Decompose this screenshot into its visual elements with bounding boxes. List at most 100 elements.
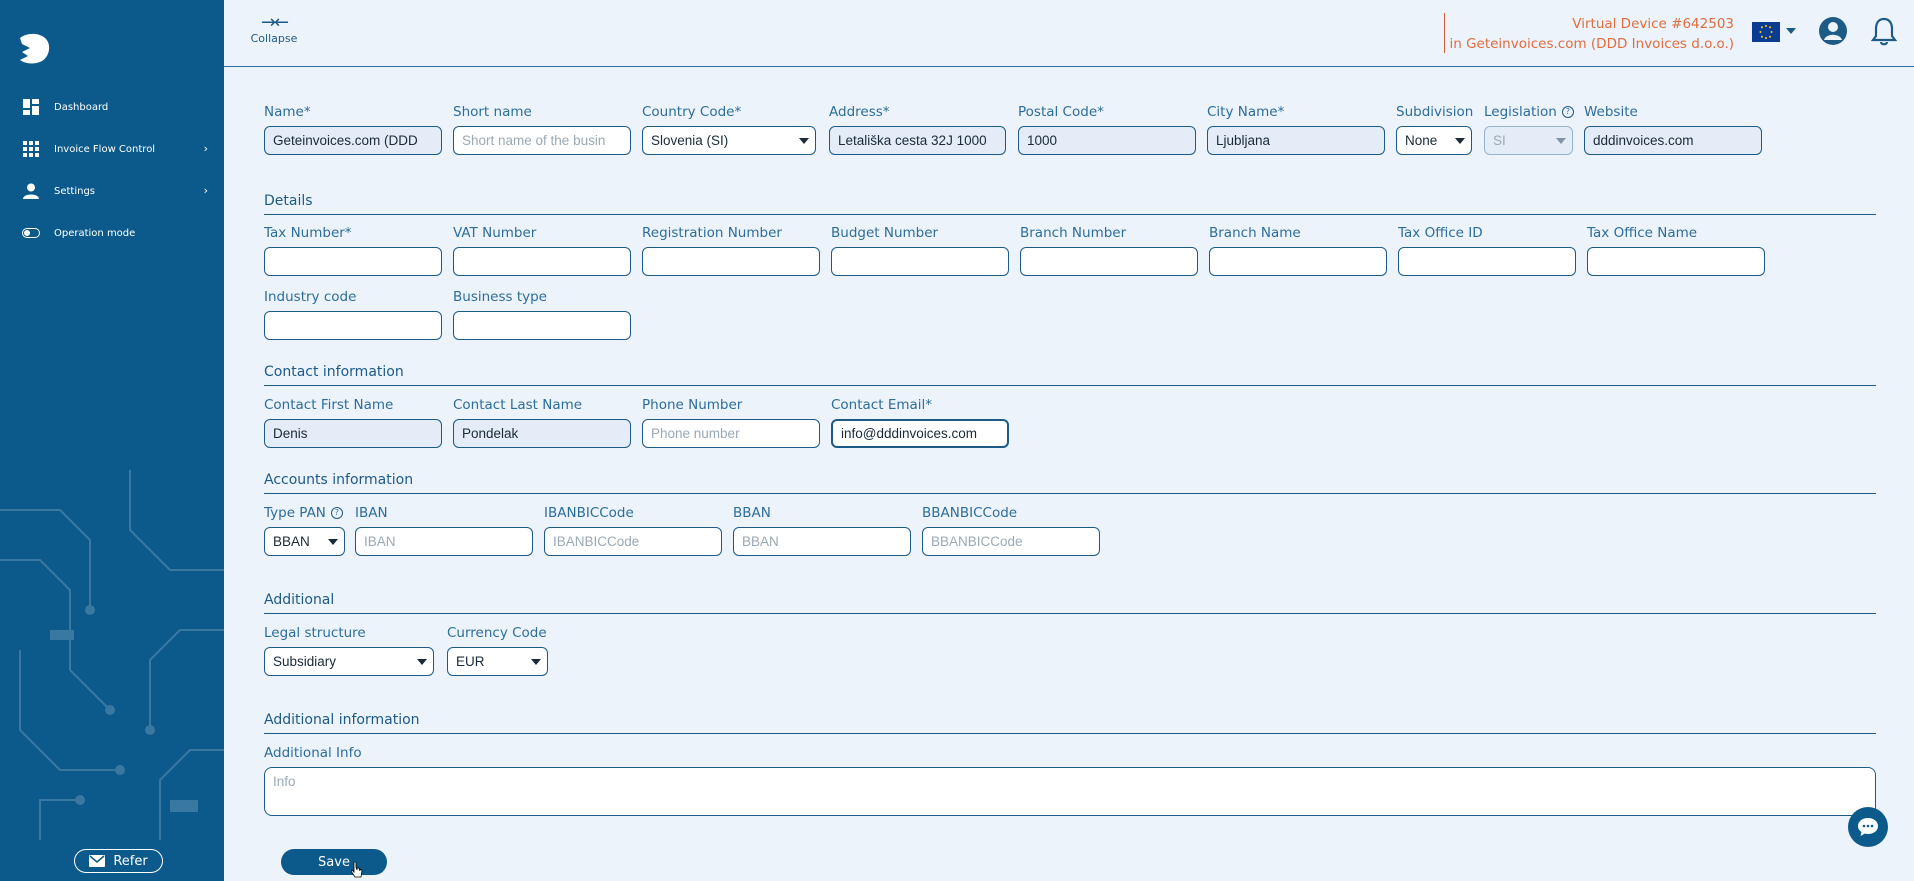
device-company: Geteinvoices.com (DDD Invoices d.o.o.)	[1466, 36, 1734, 52]
country-code-label: Country Code*	[642, 104, 742, 120]
industry-code-input[interactable]	[264, 311, 442, 340]
address-input[interactable]: Letališka cesta 32J 1000	[829, 126, 1006, 155]
bban-label: BBAN	[733, 505, 771, 521]
contact-email-input[interactable]: info@dddinvoices.com	[831, 419, 1009, 448]
contact-first-name-input[interactable]: Denis	[264, 419, 442, 448]
tax-office-id-input[interactable]	[1398, 247, 1576, 276]
sidebar-item-settings[interactable]: Settings ›	[0, 170, 224, 212]
country-code-field: Country Code* Slovenia (SI)	[642, 103, 816, 155]
country-code-select[interactable]: Slovenia (SI)	[642, 126, 816, 155]
name-input[interactable]: Geteinvoices.com (DDD	[264, 126, 442, 155]
registration-number-input[interactable]	[642, 247, 820, 276]
ibanbic-input[interactable]: IBANBICCode	[544, 527, 722, 556]
bbanbic-label: BBANBICCode	[922, 505, 1018, 521]
budget-number-label: Budget Number	[831, 225, 939, 241]
city-name-input[interactable]: Ljubljana	[1207, 126, 1385, 155]
chevron-down-icon	[531, 658, 541, 665]
chevron-down-icon	[1556, 137, 1566, 144]
chevron-right-icon: ›	[203, 184, 208, 197]
name-label: Name*	[264, 104, 311, 120]
iban-input[interactable]: IBAN	[355, 527, 533, 556]
tax-number-label: Tax Number*	[264, 225, 352, 241]
postal-code-input[interactable]: 1000	[1018, 126, 1196, 155]
legislation-field: Legislation? SI	[1484, 103, 1574, 155]
budget-number-input[interactable]	[831, 247, 1009, 276]
sidebar-item-dashboard[interactable]: Dashboard	[0, 86, 224, 128]
device-in-prefix: in	[1449, 36, 1467, 52]
address-field: Address* Letališka cesta 32J 1000	[829, 103, 1006, 155]
help-icon[interactable]: ?	[330, 507, 343, 519]
business-type-input[interactable]	[453, 311, 631, 340]
contact-section-title: Contact information	[264, 364, 1876, 386]
contact-last-name-label: Contact Last Name	[453, 397, 583, 413]
vat-number-label: VAT Number	[453, 225, 537, 241]
address-label: Address*	[829, 104, 890, 120]
eu-flag-icon[interactable]	[1752, 22, 1780, 42]
chevron-down-icon	[1455, 137, 1465, 144]
header-divider	[1444, 13, 1445, 53]
app-logo	[20, 33, 50, 64]
chevron-down-icon	[328, 538, 338, 545]
currency-code-value: EUR	[456, 654, 485, 669]
branch-name-label: Branch Name	[1209, 225, 1301, 241]
legislation-label-row: Legislation?	[1484, 103, 1574, 121]
sidebar-item-invoice-flow-control[interactable]: Invoice Flow Control ›	[0, 128, 224, 170]
registration-number-field: Registration Number	[642, 224, 820, 276]
toggle-icon	[22, 224, 40, 242]
branch-name-field: Branch Name	[1209, 224, 1387, 276]
additional-section-title: Additional	[264, 592, 1876, 614]
branch-name-input[interactable]	[1209, 247, 1387, 276]
legal-structure-field: Legal structure Subsidiary	[264, 624, 434, 676]
tax-office-name-input[interactable]	[1587, 247, 1765, 276]
bban-input[interactable]: BBAN	[733, 527, 911, 556]
type-pan-label: Type PAN	[264, 505, 326, 521]
additional-info-label: Additional Info	[264, 745, 362, 761]
vat-number-field: VAT Number	[453, 224, 631, 276]
website-field: Website dddinvoices.com	[1584, 103, 1762, 155]
short-name-input[interactable]: Short name of the busin	[453, 126, 631, 155]
mail-icon	[89, 855, 106, 867]
phone-number-input[interactable]: Phone number	[642, 419, 820, 448]
person-icon	[22, 182, 40, 200]
tax-number-input[interactable]	[264, 247, 442, 276]
language-dropdown-icon[interactable]	[1786, 28, 1796, 34]
refer-button[interactable]: Refer	[74, 849, 163, 873]
type-pan-value: BBAN	[273, 534, 310, 549]
chat-button[interactable]	[1848, 807, 1888, 847]
save-button[interactable]: Save	[281, 849, 387, 875]
collapse-button[interactable]: →← Collapse	[244, 14, 304, 46]
accounts-section-title: Accounts information	[264, 472, 1876, 494]
user-account-icon[interactable]	[1818, 16, 1848, 46]
sidebar-item-operation-mode[interactable]: Operation mode	[0, 212, 224, 254]
top-bar: →← Collapse Virtual Device #642503 in Ge…	[224, 0, 1914, 67]
registration-number-label: Registration Number	[642, 225, 782, 241]
contact-last-name-input[interactable]: Pondelak	[453, 419, 631, 448]
subdivision-select[interactable]: None	[1396, 126, 1472, 155]
circuit-decoration	[0, 470, 224, 840]
notification-bell-icon[interactable]	[1869, 16, 1899, 46]
mouse-cursor-icon	[351, 862, 363, 878]
device-name: Virtual Device #642503	[1572, 16, 1734, 32]
tax-number-field: Tax Number*	[264, 224, 442, 276]
bbanbic-input[interactable]: BBANBICCode	[922, 527, 1100, 556]
iban-label: IBAN	[355, 505, 388, 521]
branch-number-input[interactable]	[1020, 247, 1198, 276]
budget-number-field: Budget Number	[831, 224, 1009, 276]
additional-info-textarea[interactable]: Info	[264, 767, 1876, 816]
dashboard-icon	[22, 98, 40, 116]
tax-office-id-field: Tax Office ID	[1398, 224, 1576, 276]
currency-code-select[interactable]: EUR	[447, 647, 548, 676]
website-input[interactable]: dddinvoices.com	[1584, 126, 1762, 155]
phone-number-label: Phone Number	[642, 397, 743, 413]
details-section-title: Details	[264, 193, 1876, 215]
legal-structure-select[interactable]: Subsidiary	[264, 647, 434, 676]
vat-number-input[interactable]	[453, 247, 631, 276]
website-label: Website	[1584, 104, 1638, 120]
type-pan-select[interactable]: BBAN	[264, 527, 345, 556]
contact-email-label: Contact Email*	[831, 397, 933, 413]
help-icon[interactable]: ?	[1561, 106, 1574, 118]
